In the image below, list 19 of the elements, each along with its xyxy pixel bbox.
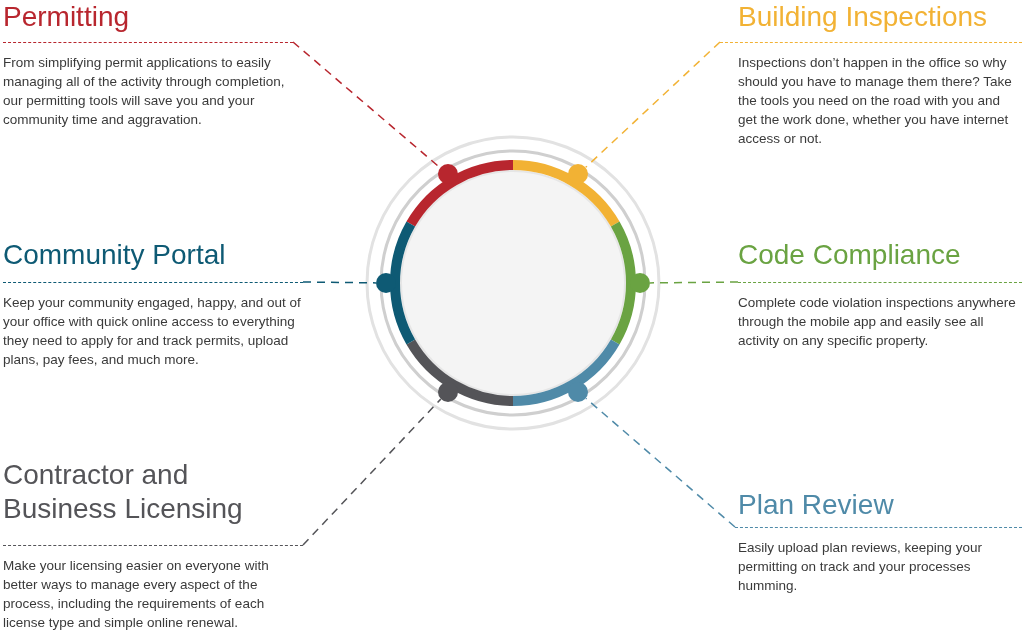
description-text: Inspections don’t happen in the office so why should you have to manage them there? Take the tools you need on the road with you and get the work done, whether you have internet access or not. (737, 54, 1013, 148)
leader-line (649, 281, 739, 284)
description-text: Complete code violation inspections anywhere through the mobile app and easily see all activity on any specific property. (738, 294, 1017, 350)
description-text: Easily upload plan reviews, keeping your permitting on track and your processes humming. (737, 539, 983, 595)
section-heading: Community Portal (3, 238, 303, 283)
leader-line (584, 41, 721, 169)
section-heading: Plan Review (735, 488, 1022, 528)
section-heading: Permitting (3, 0, 293, 43)
section-heading: Code Compliance (738, 238, 1022, 283)
circle-marker (568, 164, 589, 185)
description-text: Keep your community engaged, happy, and out of your office with quick online access to everything they need to apply for and track permits, upload plans, pay fees, and much more. (3, 294, 302, 369)
leader-line (302, 398, 442, 546)
section-heading: Contractor and Business Licensing (3, 458, 303, 546)
leader-line (585, 397, 736, 528)
circle-marker (437, 164, 458, 185)
description-text: From simplifying permit applications to easily managing all of the activity through completion, our permitting tools will save you and your community time and aggravation. (3, 54, 286, 129)
leader-line (302, 281, 377, 284)
section-heading: Building Inspections (720, 0, 1022, 43)
description-text: Make your licensing easier on everyone with better ways to manage every aspect of the process, including the requirements of each license type and simple online renewal. (3, 557, 270, 632)
